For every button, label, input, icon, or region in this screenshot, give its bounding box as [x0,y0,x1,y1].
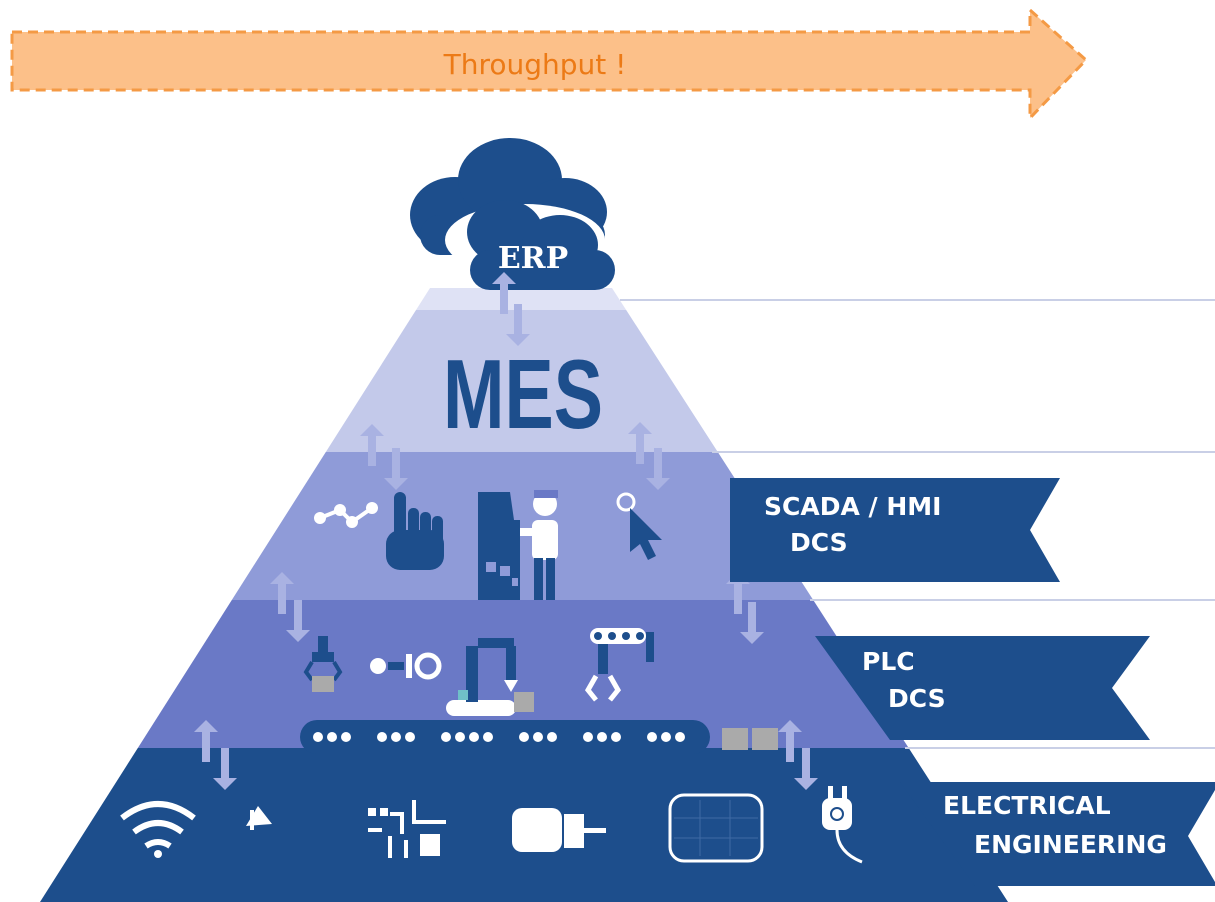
plc-label-line1: PLC [862,647,915,676]
throughput-label: Throughput ! [443,48,627,81]
scada-label-line1: SCADA / HMI [764,492,941,521]
plug-icon [822,786,863,864]
plc-label-line2: DCS [888,684,946,713]
scada-label-line2: DCS [790,528,848,557]
wifi-icon [120,801,196,858]
scada-ribbon: SCADA / HMI DCS [730,478,1060,582]
electrical-label-line2: ENGINEERING [974,830,1167,859]
claw-icon [584,628,654,702]
robot-gripper-icon [303,636,343,692]
robot-arm-icon [446,638,534,716]
throughput-banner: Throughput ! [10,6,1089,122]
throughput-arrow [10,6,1089,122]
guide-lines [620,299,1215,749]
electrical-label-line1: ELECTRICAL [943,791,1111,820]
circuit-icon [368,800,446,858]
electrical-ribbon: ELECTRICAL ENGINEERING [900,782,1215,886]
panel-icon [668,793,764,863]
antenna-icon [246,806,272,830]
conveyor-icon [300,720,778,754]
plc-ribbon: PLC DCS [815,636,1150,740]
operator-terminal-icon [478,490,558,600]
mouse-cursor-icon [616,492,662,560]
cloud-icon [410,138,615,290]
mes-label: MES [443,339,603,449]
erp-label: ERP [498,241,568,276]
motor-icon [512,808,606,852]
tier-mes [40,310,1008,452]
wave-hand-icon [314,492,444,570]
sensor-icon [370,652,442,680]
